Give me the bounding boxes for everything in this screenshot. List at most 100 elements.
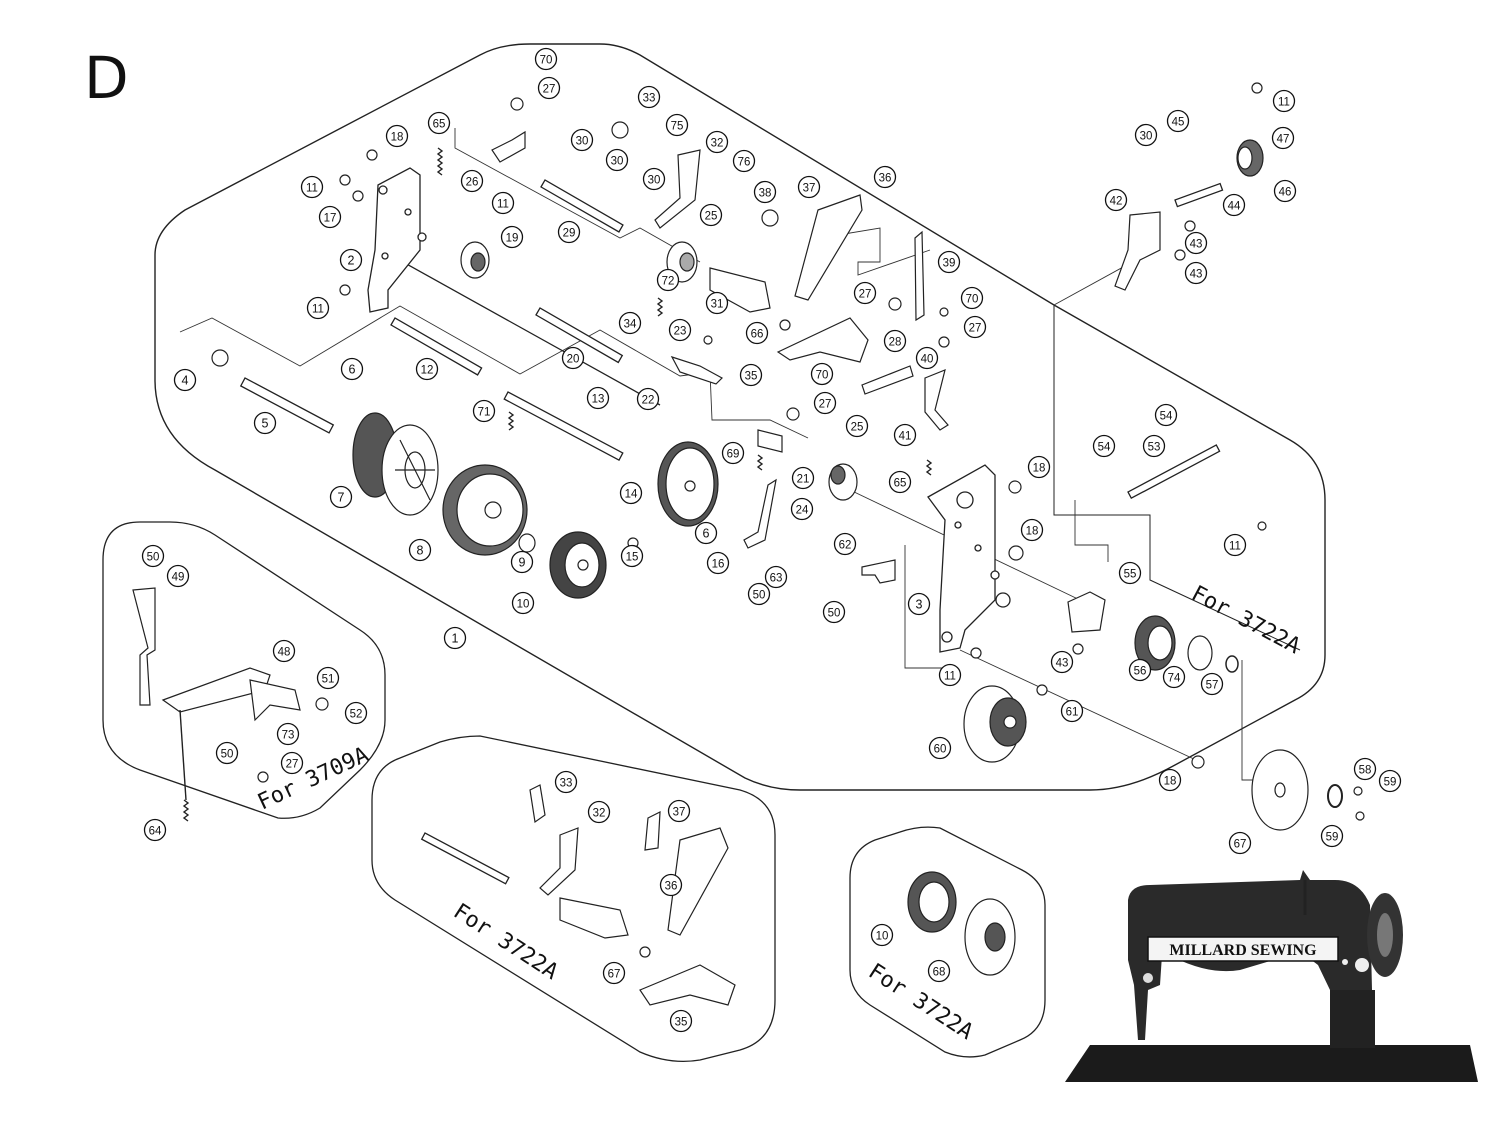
part-number: 54 [1160, 411, 1173, 423]
part-number: 10 [876, 931, 889, 943]
part-number: 27 [543, 84, 556, 96]
part-number: 43 [1190, 269, 1203, 281]
part-callout-52: 52 [344, 701, 368, 725]
part-number: 75 [671, 121, 684, 133]
bracket-32 [654, 149, 701, 229]
bracket-22 [670, 355, 723, 385]
part-callout-19: 19 [500, 225, 524, 249]
part-number: 53 [1148, 442, 1161, 454]
part-callout-30: 30 [642, 167, 666, 191]
part-callout-7: 7 [329, 485, 353, 509]
part-callout-17: 17 [318, 205, 342, 229]
variant-label-left-panel: For 3709A [254, 742, 373, 815]
part-callout-59: 59 [1320, 824, 1344, 848]
part-number: 15 [626, 552, 639, 564]
part-number: 50 [753, 590, 766, 602]
part-number: 73 [282, 730, 295, 742]
part-callout-69: 69 [721, 441, 745, 465]
part-callout-14: 14 [619, 481, 643, 505]
part-callout-38: 38 [753, 180, 777, 204]
part-callout-21: 21 [791, 466, 815, 490]
part-callout-50: 50 [215, 741, 239, 765]
part-number: 37 [803, 183, 816, 195]
part-callout-70: 70 [534, 47, 558, 71]
part-callout-55: 55 [1118, 561, 1142, 585]
part-number: 59 [1384, 777, 1397, 789]
part-callout-11: 11 [491, 191, 515, 215]
part-number: 35 [675, 1017, 688, 1029]
part-number: 64 [149, 826, 162, 838]
rod-64 [179, 709, 187, 801]
lever-37-alt [644, 811, 661, 851]
plate-48 [161, 667, 271, 713]
part-callout-30: 30 [570, 128, 594, 152]
part-callout-74: 74 [1162, 665, 1186, 689]
part-callout-37: 37 [797, 175, 821, 199]
part-number: 1 [452, 632, 459, 646]
part-number: 32 [593, 808, 606, 820]
shaft-44 [1174, 182, 1224, 208]
right-subpanel-line [1053, 305, 1301, 651]
part-callout-36: 36 [659, 873, 683, 897]
part-callout-46: 46 [1273, 179, 1297, 203]
springs [179, 147, 933, 822]
part-callout-27: 27 [963, 315, 987, 339]
slide-31 [709, 267, 771, 313]
shaft-13 [503, 391, 624, 461]
bracket-35-alt [639, 964, 736, 1006]
part-number: 47 [1277, 134, 1290, 146]
frame-plate-3 [927, 464, 1011, 653]
spring-69 [756, 454, 764, 471]
part-callout-62: 62 [833, 532, 857, 556]
part-callout-13: 13 [586, 386, 610, 410]
shaft-3722a [420, 832, 510, 885]
part-callout-41: 41 [893, 423, 917, 447]
part-callout-27: 27 [853, 281, 877, 305]
brand-name: MILLARD SEWING [1169, 942, 1317, 959]
part-callout-34: 34 [618, 311, 642, 335]
part-callout-73: 73 [276, 722, 300, 746]
part-number: 39 [943, 258, 956, 270]
gear-14 [657, 441, 719, 527]
part-callout-27: 27 [537, 76, 561, 100]
part-callout-27: 27 [813, 391, 837, 415]
part-callout-25: 25 [699, 203, 723, 227]
part-number: 66 [751, 329, 764, 341]
part-number: 74 [1168, 673, 1181, 685]
part-number: 38 [759, 188, 772, 200]
lever-39 [914, 230, 925, 322]
part-callout-47: 47 [1271, 126, 1295, 150]
part-number: 71 [478, 407, 491, 419]
part-number: 56 [1134, 666, 1147, 678]
lever-33-alt [529, 784, 546, 824]
part-callout-54: 54 [1154, 403, 1178, 427]
part-number: 54 [1098, 442, 1111, 454]
part-callout-65: 65 [427, 111, 451, 135]
part-number: 58 [1359, 765, 1372, 777]
part-callout-71: 71 [472, 399, 496, 423]
part-callout-15: 15 [620, 544, 644, 568]
part-callout-75: 75 [665, 113, 689, 137]
washer-57 [1225, 655, 1239, 673]
part-number: 55 [1124, 569, 1137, 581]
part-number: 69 [727, 449, 740, 461]
bottom-center-panel-outline [371, 735, 776, 1063]
part-number: 12 [421, 365, 434, 377]
part-number: 61 [1066, 707, 1079, 719]
part-callout-58: 58 [1353, 757, 1377, 781]
slide-3722a [559, 897, 629, 939]
part-number: 7 [338, 491, 345, 505]
part-number: 25 [851, 422, 864, 434]
part-callout-68: 68 [927, 959, 951, 983]
gear-8 [442, 464, 528, 556]
part-callout-66: 66 [745, 321, 769, 345]
part-number: 65 [894, 478, 907, 490]
part-number: 36 [665, 881, 678, 893]
part-callout-33: 33 [554, 770, 578, 794]
part-callout-65: 65 [888, 470, 912, 494]
part-number: 28 [889, 337, 902, 349]
part-number: 26 [466, 177, 479, 189]
part-number: 11 [944, 671, 956, 683]
part-number: 30 [1140, 131, 1153, 143]
part-number: 27 [969, 323, 982, 335]
